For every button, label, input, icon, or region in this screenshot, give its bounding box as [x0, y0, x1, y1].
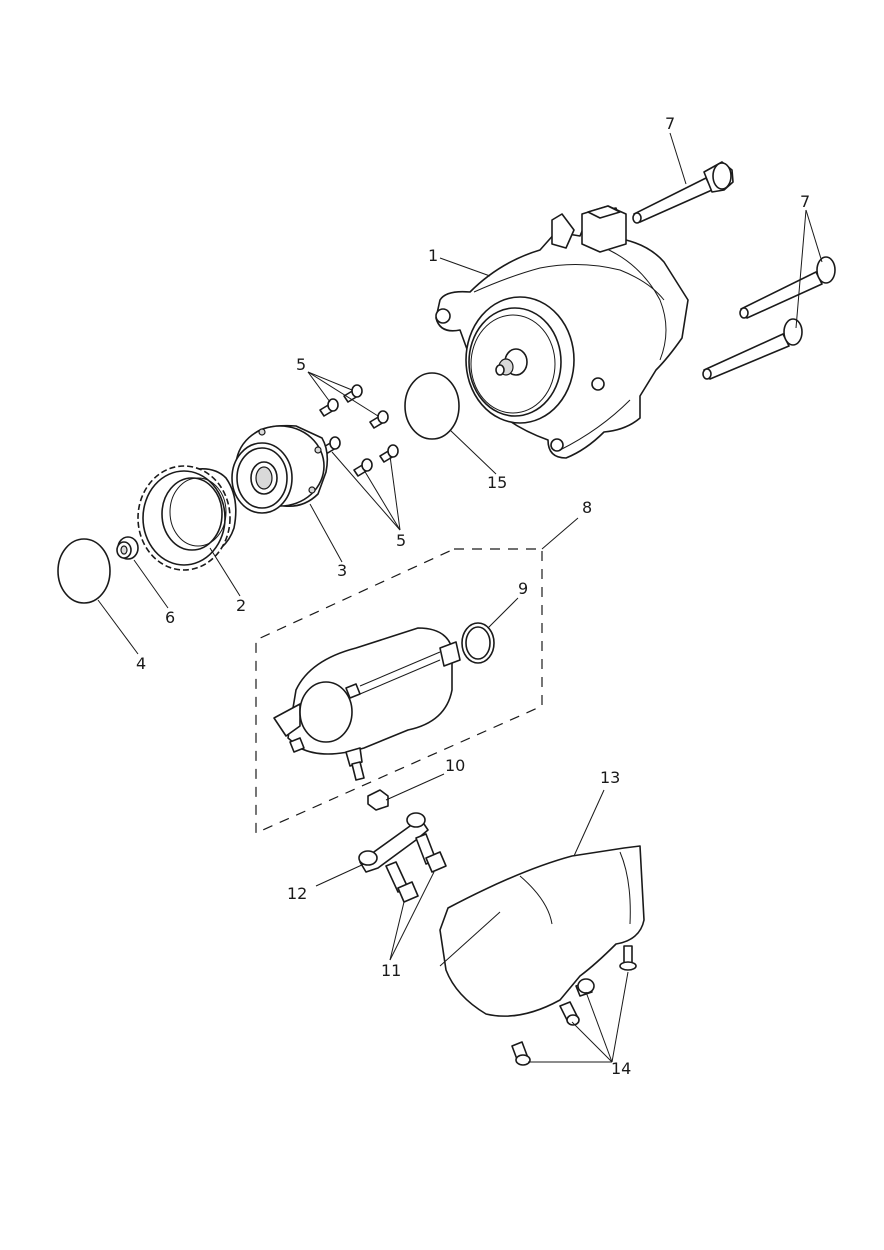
alternator-body [435, 205, 689, 459]
o-ring [461, 622, 495, 664]
assembly-boundary [255, 548, 543, 834]
callout-label-5-lower: 5 [396, 531, 407, 550]
callout-label-8: 8 [582, 498, 593, 517]
bracket-bolts [385, 833, 447, 903]
cover [439, 845, 645, 1017]
small-bolts [319, 384, 399, 477]
nut [367, 789, 389, 811]
starter-motor [273, 627, 461, 781]
callout-label-12: 12 [287, 884, 308, 903]
callout-label-6: 6 [165, 608, 176, 627]
callout-label-11: 11 [381, 961, 402, 980]
callout-label-7-top: 7 [665, 114, 676, 133]
spacer [116, 536, 139, 560]
cap-left [57, 538, 111, 604]
long-bolt-top [632, 161, 734, 224]
cover-screws [511, 945, 637, 1066]
callout-label-14: 14 [611, 1059, 632, 1078]
long-bolt-right-upper [739, 256, 836, 319]
callout-label-4: 4 [136, 654, 147, 673]
callout-label-7-right: 7 [800, 192, 811, 211]
leader-lines [97, 132, 823, 1063]
callout-label-10: 10 [445, 756, 466, 775]
callout-label-3: 3 [337, 561, 348, 580]
callout-label-5-upper: 5 [296, 355, 307, 374]
callout-label-13: 13 [600, 768, 621, 787]
clutch-housing [231, 424, 329, 514]
callout-label-1: 1 [428, 246, 439, 265]
starter-gear [137, 465, 237, 571]
cap-right [404, 372, 460, 440]
callout-label-2: 2 [236, 596, 247, 615]
long-bolt-right-lower [702, 318, 803, 380]
callout-label-15: 15 [487, 473, 508, 492]
callout-label-9: 9 [518, 579, 529, 598]
